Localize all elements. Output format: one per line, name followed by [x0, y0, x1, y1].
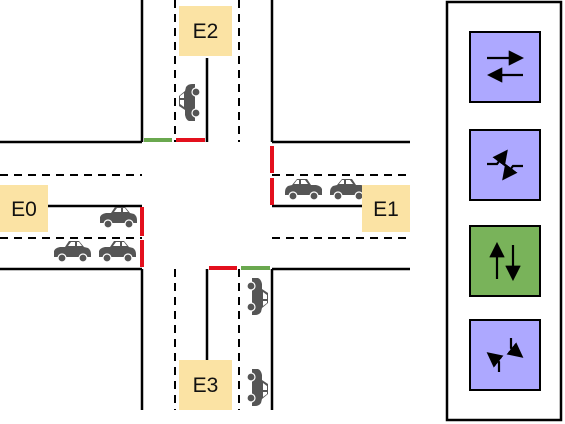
road-lines: [0, 0, 410, 410]
car-icon: [246, 277, 269, 316]
phase-panel: [445, 0, 563, 422]
edge-label-e1: E1: [362, 185, 410, 232]
car-icon: [329, 178, 368, 201]
left-turn-horizontal-arrows-icon: [487, 149, 523, 181]
left-turn-vertical-arrows-icon: [486, 338, 524, 372]
traffic-signals: [140, 138, 274, 270]
car-icon: [53, 240, 92, 263]
edge-label-e0: E0: [0, 185, 48, 232]
edge-label-text: E2: [193, 20, 219, 43]
edge-label-text: E1: [373, 198, 399, 221]
phase-1-straight-horizontal: [469, 31, 541, 103]
vehicles: [53, 83, 368, 407]
car-icon: [178, 83, 201, 122]
car-icon: [98, 240, 137, 263]
edge-label-text: E3: [193, 374, 219, 397]
straight-vertical-arrows-icon: [489, 241, 521, 282]
phase-2-left-turn-horizontal: [469, 129, 541, 201]
edge-label-e2: E2: [179, 6, 232, 56]
car-icon: [284, 178, 323, 201]
edge-label-e3: E3: [179, 360, 232, 410]
edge-label-text: E0: [11, 198, 37, 221]
phase-3-straight-vertical: [469, 225, 541, 297]
phase-4-left-turn-vertical: [469, 319, 541, 391]
car-icon: [99, 206, 138, 229]
straight-horizontal-arrows-icon: [486, 50, 525, 83]
car-icon: [246, 368, 269, 407]
